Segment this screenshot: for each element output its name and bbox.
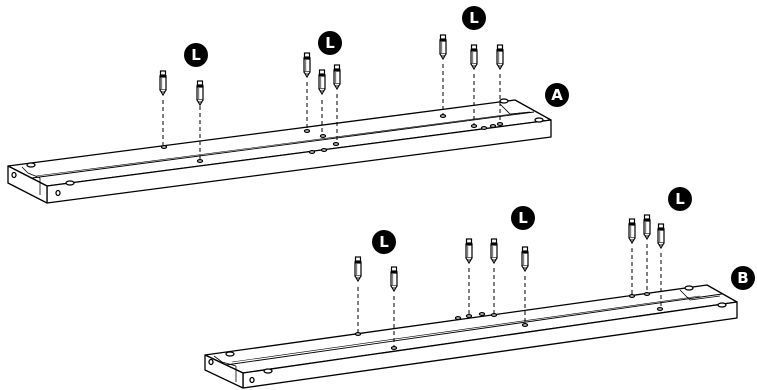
board-a <box>7 98 552 204</box>
callout-pin-3-text: L <box>469 9 479 27</box>
callout-board-a-text: A <box>551 86 563 104</box>
callout-pin-6: L <box>668 187 692 211</box>
callout-pin-2: L <box>318 31 342 55</box>
board-a-guide-lines <box>162 64 501 160</box>
callout-board-b-text: B <box>737 269 748 287</box>
callout-pin-4-text: L <box>379 233 389 251</box>
callout-pin-2-text: L <box>325 34 335 52</box>
callout-pin-6-text: L <box>675 190 685 208</box>
board-b-dowels <box>353 214 666 292</box>
callout-pin-5: L <box>511 206 535 230</box>
board-b-guide-lines <box>357 244 662 347</box>
callout-pin-1-text: L <box>191 46 201 64</box>
callout-pin-4: L <box>372 230 396 254</box>
callout-pin-1: L <box>184 43 208 67</box>
board-b <box>204 284 738 389</box>
callout-board-b: B <box>731 266 755 290</box>
callout-pin-5-text: L <box>518 209 528 227</box>
callout-board-a: A <box>545 83 569 107</box>
callout-pin-3: L <box>462 6 486 30</box>
